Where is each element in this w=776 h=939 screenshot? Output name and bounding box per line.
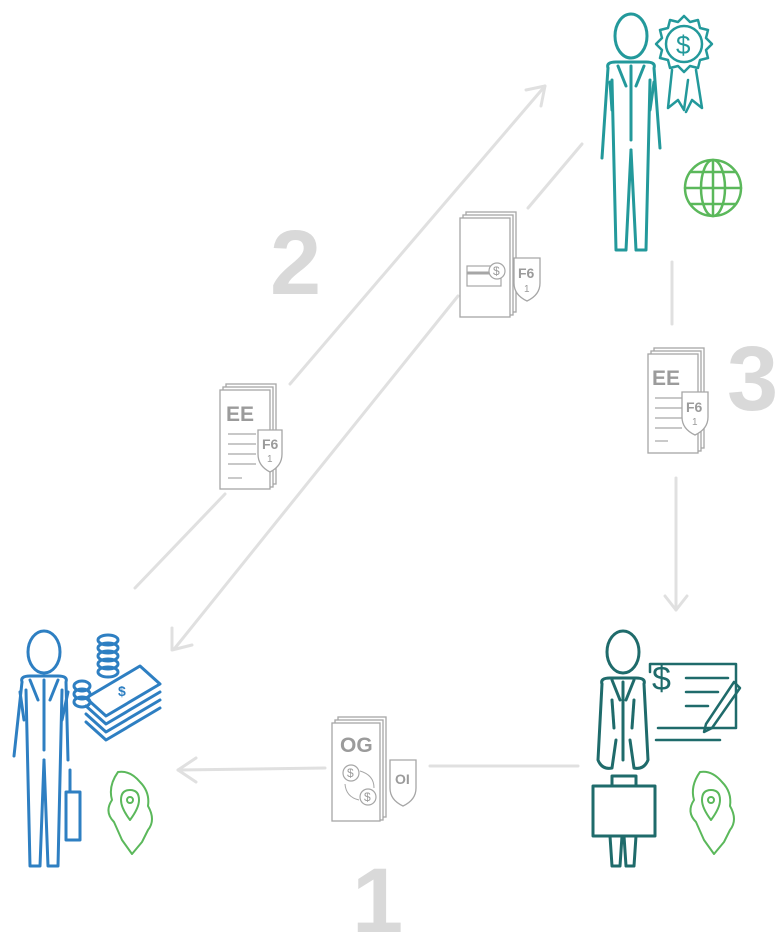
step-number-1: 1 — [352, 850, 403, 939]
award-dollar-symbol: $ — [676, 30, 691, 60]
shield-icon — [681, 391, 709, 436]
document-ee-left-badge: F6 — [262, 436, 279, 452]
cash-dollar-symbol: $ — [118, 683, 126, 699]
shield-icon — [257, 429, 283, 473]
document-og-code: OG — [340, 734, 373, 757]
document-card: $ F6 1 — [459, 211, 541, 318]
arrow-step-3 — [663, 260, 689, 612]
person-icon — [12, 629, 70, 868]
document-ee-right: EE F6 1 — [647, 347, 709, 454]
exchange-arrow-icon — [359, 770, 375, 789]
step-number-2: 2 — [270, 212, 321, 314]
document-ee-right-badge: F6 — [686, 399, 703, 415]
arrow-step-1 — [176, 756, 580, 784]
shield-icon — [513, 257, 541, 302]
step-number-3: 3 — [727, 328, 776, 430]
briefcase-icon — [64, 768, 82, 842]
briefcase-icon — [591, 774, 657, 838]
map-pin-icon — [107, 770, 153, 855]
document-ee-left: EE F6 1 — [219, 383, 283, 490]
arrow-step-2-up — [133, 84, 547, 590]
arrow-step-2-down — [170, 142, 584, 652]
document-ee-right-code: EE — [652, 367, 680, 390]
recipient-figure: $ — [600, 12, 743, 252]
coin-symbol: $ — [364, 790, 371, 804]
document-ee-left-code: EE — [226, 403, 254, 426]
coin-symbol: $ — [347, 766, 354, 780]
operator-figure: $ — [591, 629, 742, 868]
document-ee-right-badge-num: 1 — [692, 417, 698, 428]
map-pin-icon — [689, 770, 735, 855]
cash-stack-icon — [72, 633, 162, 742]
signed-check-icon — [648, 662, 742, 742]
person-icon — [600, 12, 662, 252]
investor-figure: $ — [12, 629, 162, 868]
document-card-badge-num: 1 — [524, 284, 530, 295]
exchange-arrow-icon — [344, 783, 360, 801]
globe-icon — [683, 158, 743, 218]
shield-icon — [389, 759, 417, 807]
document-card-badge: F6 — [518, 265, 535, 281]
coin-symbol: $ — [493, 264, 500, 278]
document-og: OG $ $ OI — [331, 716, 417, 822]
coin-icon — [488, 262, 506, 280]
award-badge-icon — [654, 14, 714, 114]
coin-icon — [342, 764, 360, 782]
check-dollar-symbol: $ — [652, 660, 671, 698]
person-icon — [596, 629, 650, 868]
coin-icon — [359, 788, 377, 806]
document-og-badge: OI — [395, 771, 410, 787]
document-ee-left-badge-num: 1 — [267, 454, 273, 465]
